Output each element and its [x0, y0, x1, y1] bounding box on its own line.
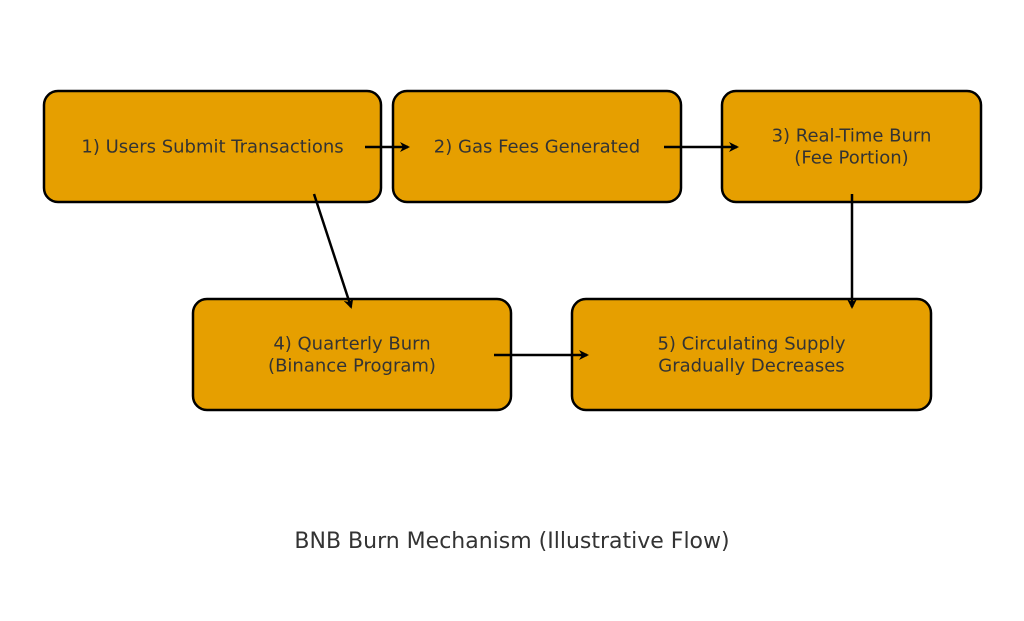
node-label-line: (Binance Program) — [268, 356, 436, 377]
node-label-line: 3) Real-Time Burn — [772, 126, 932, 147]
arrow-n1-to-n4 — [312, 193, 354, 309]
node-label-line: 4) Quarterly Burn — [273, 334, 430, 355]
node-label-line: (Fee Portion) — [794, 148, 908, 169]
node-label-line: 5) Circulating Supply — [657, 334, 845, 355]
flow-node-3: 3) Real-Time Burn(Fee Portion) — [720, 89, 983, 204]
flow-node-1: 1) Users Submit Transactions — [42, 89, 383, 204]
node-box — [570, 297, 933, 412]
node-label-line: 1) Users Submit Transactions — [81, 137, 343, 158]
node-box — [720, 89, 983, 204]
flow-node-4: 4) Quarterly Burn(Binance Program) — [191, 297, 513, 412]
node-label-line: 2) Gas Fees Generated — [434, 137, 640, 158]
node-label-line: Gradually Decreases — [658, 356, 844, 377]
node-box — [191, 297, 513, 412]
flow-node-2: 2) Gas Fees Generated — [391, 89, 683, 204]
edges-layer — [312, 142, 857, 360]
nodes-layer: 1) Users Submit Transactions 2) Gas Fees … — [42, 89, 983, 412]
diagram-caption: BNB Burn Mechanism (Illustrative Flow) — [294, 529, 729, 554]
